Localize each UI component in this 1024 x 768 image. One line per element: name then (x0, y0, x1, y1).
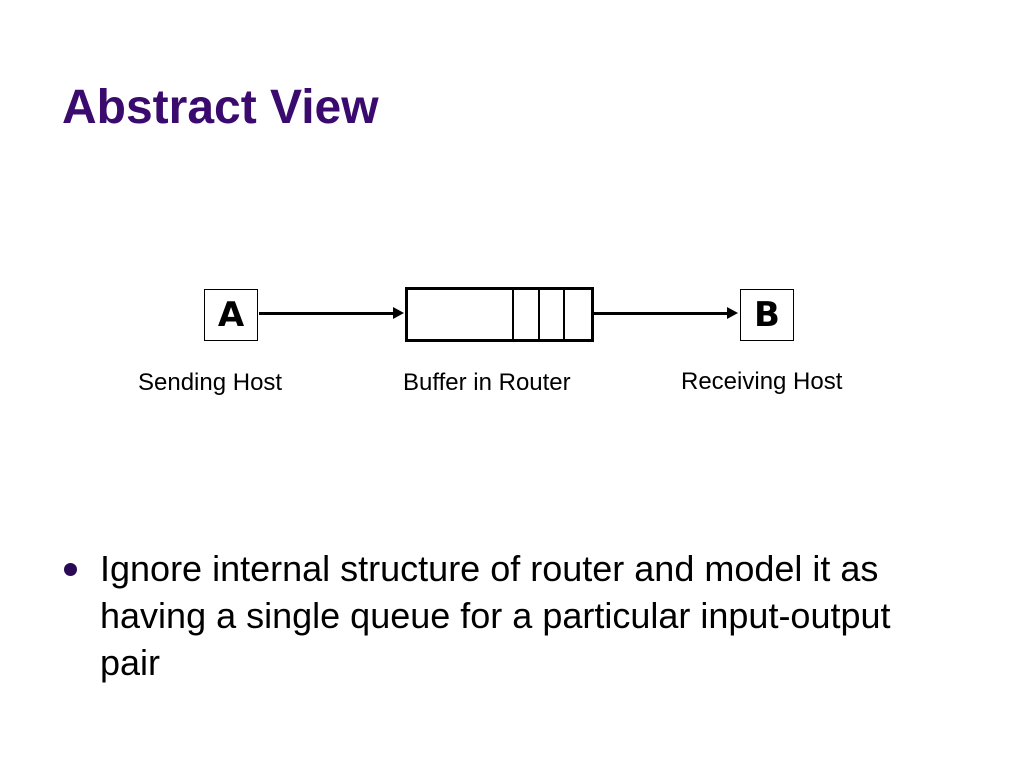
receiving-host-box: B (740, 289, 794, 341)
buffer-caption: Buffer in Router (403, 369, 571, 396)
bullet-text: Ignore internal structure of router and … (100, 548, 891, 683)
router-buffer-queue (405, 287, 594, 342)
bullet-dot-icon (64, 563, 77, 576)
bullet-list: Ignore internal structure of router and … (60, 545, 940, 686)
slide-title: Abstract View (62, 81, 379, 134)
arrow-buffer-to-receiver (594, 307, 738, 319)
arrow-sender-to-buffer (259, 307, 404, 319)
sending-host-caption: Sending Host (138, 369, 283, 396)
receiving-host-caption: Receiving Host (681, 368, 843, 395)
queue-slot-divider (538, 290, 540, 339)
queue-slot-divider (563, 290, 565, 339)
queue-slot-divider (512, 290, 514, 339)
sending-host-box: A (204, 289, 258, 341)
bullet-item: Ignore internal structure of router and … (60, 545, 940, 686)
